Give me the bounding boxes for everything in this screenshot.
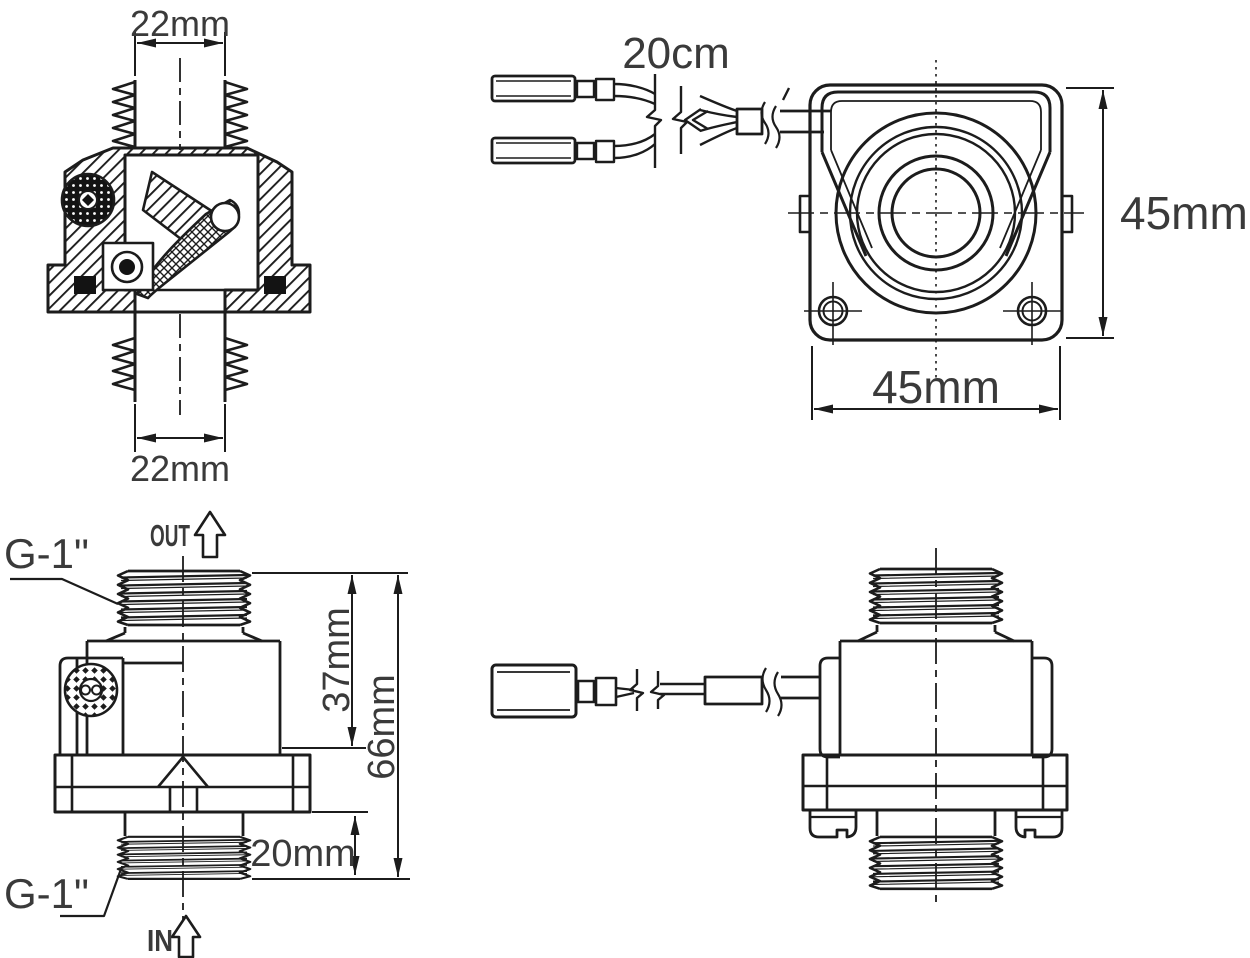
dim-66mm-label: 66mm: [361, 674, 403, 780]
mounting-hole-left: [804, 282, 862, 345]
top-view: [490, 60, 1114, 420]
cross-section-view: [46, 32, 312, 452]
leader-g1-bottom: [60, 868, 123, 918]
flow-in-label: IN: [147, 923, 173, 958]
seal-right: [264, 276, 286, 294]
mounting-hole-right: [1003, 282, 1061, 345]
leader-g1-top: [10, 577, 119, 606]
thread-g1-bottom-label: G-1": [4, 870, 89, 917]
dim-22mm-bottom-label: 22mm: [130, 448, 230, 489]
rear-side-view: [490, 548, 1069, 908]
thread-g1-top-label: G-1": [4, 530, 89, 577]
side-view: [10, 510, 410, 958]
dim-37mm-label: 37mm: [316, 607, 358, 713]
screw-head-left: [808, 810, 858, 839]
wire-connector-single: [490, 663, 635, 719]
dim-22mm-top-label: 22mm: [130, 3, 230, 44]
screw-head-right: [1014, 810, 1064, 839]
dim-20cm-label: 20cm: [622, 29, 730, 78]
flow-out-label: OUT: [150, 518, 190, 553]
dim-20mm-label: 20mm: [250, 833, 356, 875]
dim-45mm-height-label: 45mm: [1120, 187, 1248, 239]
pivot-pin: [209, 201, 241, 233]
out-arrow-icon: [193, 510, 227, 559]
in-arrow-icon: [170, 914, 202, 958]
seal-left: [74, 276, 96, 294]
dim-45mm-width-label: 45mm: [872, 361, 1000, 413]
wire-connectors: [490, 74, 656, 165]
